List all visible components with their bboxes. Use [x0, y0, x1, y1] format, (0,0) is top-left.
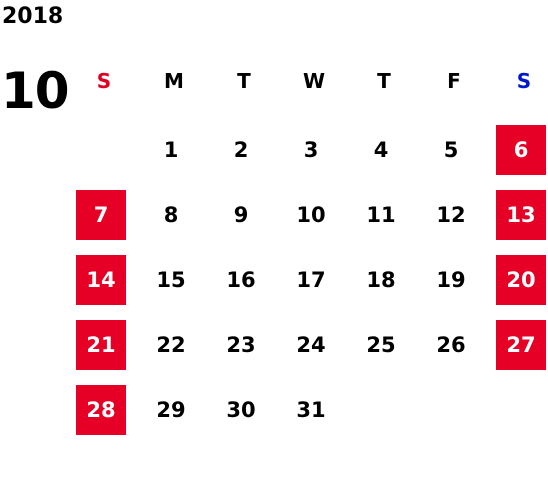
calendar-day-cell: 29 — [139, 377, 209, 442]
day-number: 18 — [366, 268, 396, 292]
calendar-day-cell: 6 — [489, 117, 548, 182]
calendar-day-cell: 13 — [489, 182, 548, 247]
calendar-day-cell: 19 — [419, 247, 489, 312]
calendar-day-cell: 9 — [209, 182, 279, 247]
calendar-day-cell: 24 — [279, 312, 349, 377]
calendar-day-cell: 11 — [349, 182, 419, 247]
day-number: 11 — [366, 203, 396, 227]
day-number: 15 — [156, 268, 186, 292]
day-number: 19 — [436, 268, 466, 292]
day-number: 31 — [296, 398, 326, 422]
calendar-day-cell: 27 — [489, 312, 548, 377]
calendar-day-cell: 4 — [349, 117, 419, 182]
weekday-thursday: T — [377, 69, 391, 93]
day-number: 29 — [156, 398, 186, 422]
weekend-day-number: 21 — [76, 320, 126, 370]
weekday-sunday: S — [96, 69, 112, 93]
calendar-day-cell: 15 — [139, 247, 209, 312]
calendar-day-cell: 1 — [139, 117, 209, 182]
calendar-day-cell: 14 — [69, 247, 139, 312]
day-number: 12 — [436, 203, 466, 227]
day-number: 16 — [226, 268, 256, 292]
calendar-month: 10 — [1, 62, 70, 120]
day-number: 26 — [436, 333, 466, 357]
calendar-day-cell: 25 — [349, 312, 419, 377]
day-number: 4 — [373, 138, 389, 162]
weekend-day-number: 28 — [76, 385, 126, 435]
calendar-day-cell: 5 — [419, 117, 489, 182]
day-number: 2 — [233, 138, 249, 162]
weekend-day-number: 6 — [496, 125, 546, 175]
day-number: 9 — [233, 203, 249, 227]
weekday-saturday: S — [516, 69, 532, 93]
calendar-year: 2018 — [2, 4, 64, 29]
calendar-day-cell: 18 — [349, 247, 419, 312]
weekday-header-row: S M T W T F S — [69, 64, 548, 98]
calendar-day-cell: 3 — [279, 117, 349, 182]
calendar-day-cell: 8 — [139, 182, 209, 247]
day-number: 5 — [443, 138, 459, 162]
day-number: 22 — [156, 333, 186, 357]
day-number: 17 — [296, 268, 326, 292]
day-number: 10 — [296, 203, 326, 227]
calendar-day-cell: 17 — [279, 247, 349, 312]
calendar-day-cell — [419, 377, 489, 442]
weekday-monday: M — [164, 69, 184, 93]
calendar-day-cell: 21 — [69, 312, 139, 377]
calendar-day-cell — [349, 377, 419, 442]
day-number: 1 — [163, 138, 179, 162]
weekend-day-number: 13 — [496, 190, 546, 240]
weekday-tuesday: T — [237, 69, 251, 93]
calendar-day-cell: 26 — [419, 312, 489, 377]
calendar-day-cell: 20 — [489, 247, 548, 312]
calendar-day-cell — [69, 117, 139, 182]
calendar-day-cell: 2 — [209, 117, 279, 182]
weekday-friday: F — [447, 69, 461, 93]
calendar-day-cell — [489, 377, 548, 442]
day-number: 3 — [303, 138, 319, 162]
weekend-day-number: 20 — [496, 255, 546, 305]
calendar-day-cell: 12 — [419, 182, 489, 247]
weekday-wednesday: W — [302, 69, 326, 93]
weekend-day-number: 7 — [76, 190, 126, 240]
weekend-day-number: 27 — [496, 320, 546, 370]
calendar-day-cell: 30 — [209, 377, 279, 442]
day-number: 24 — [296, 333, 326, 357]
calendar-day-cell: 23 — [209, 312, 279, 377]
calendar-day-cell: 16 — [209, 247, 279, 312]
calendar-day-cell: 22 — [139, 312, 209, 377]
day-number: 25 — [366, 333, 396, 357]
weekend-day-number: 14 — [76, 255, 126, 305]
calendar-day-cell: 28 — [69, 377, 139, 442]
calendar-day-cell: 10 — [279, 182, 349, 247]
day-number: 23 — [226, 333, 256, 357]
calendar-day-cell: 7 — [69, 182, 139, 247]
day-number: 30 — [226, 398, 256, 422]
day-number: 8 — [163, 203, 179, 227]
calendar-day-cell: 31 — [279, 377, 349, 442]
